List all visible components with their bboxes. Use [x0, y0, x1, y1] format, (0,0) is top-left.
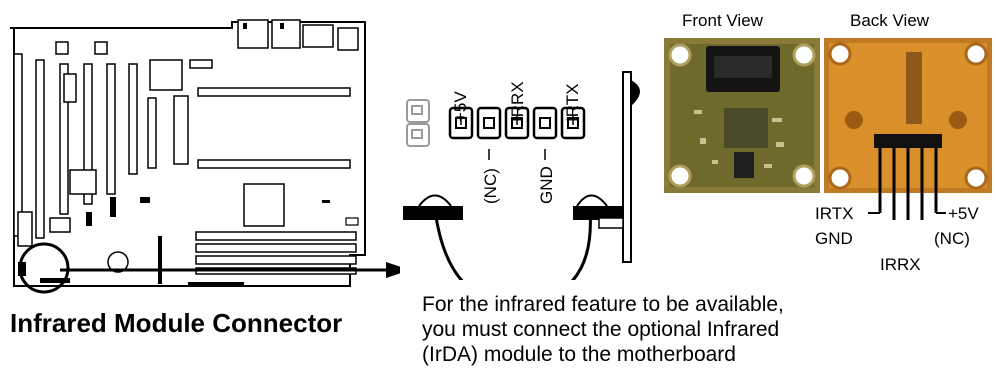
expansion-slot [106, 63, 116, 195]
back-pin-5v: +5V [948, 204, 979, 223]
description-line: For the infrared feature to be available… [422, 293, 784, 316]
description-line: (IrDA) module to the motherboard [422, 343, 736, 366]
battery [107, 251, 129, 273]
cable-plug [403, 206, 463, 220]
cpu-socket [243, 183, 285, 227]
description-line: you must connect the optional Infrared [422, 318, 780, 341]
description: For the infrared feature to be available… [422, 292, 892, 367]
diagram-title: Infrared Module Connector [10, 308, 343, 338]
expansion-slot [13, 53, 23, 237]
front-view-photo [664, 38, 820, 193]
expansion-slot [83, 63, 93, 205]
expansion-slot [59, 63, 69, 215]
motherboard-diagram [10, 19, 400, 294]
expansion-slot [147, 97, 157, 169]
arrow-head [386, 262, 400, 278]
cable-plug [573, 206, 623, 220]
back-view-label: Back View [850, 11, 930, 30]
io-port [302, 24, 334, 48]
chip [149, 59, 183, 91]
io-port [337, 27, 359, 51]
back-pin-irtx: IRTX [815, 204, 854, 223]
io-port [271, 19, 301, 49]
back-pin-nc: (NC) [934, 229, 970, 248]
slot-connector [173, 95, 189, 165]
back-pin-gnd: GND [815, 229, 853, 248]
module-side [622, 71, 632, 263]
expansion-slot [35, 59, 45, 239]
back-pin-irrx: IRRX [880, 255, 921, 274]
highlight-circle [18, 242, 70, 294]
expansion-slot [128, 63, 138, 175]
back-view-photo [824, 38, 992, 220]
front-view-label: Front View [682, 11, 763, 30]
io-port [237, 19, 269, 49]
